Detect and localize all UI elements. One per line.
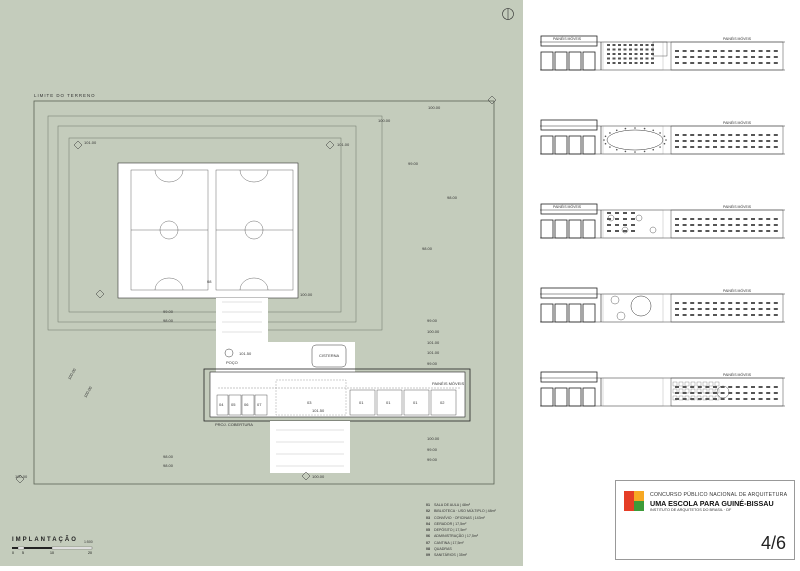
school-building	[209, 371, 466, 418]
level-label: 101.00	[427, 340, 440, 345]
room-label: 01	[386, 400, 391, 405]
level-label: 100.00	[67, 367, 78, 381]
layout-variant: PAINÉIS MÓVEIS	[540, 371, 785, 407]
court-center-circle	[244, 220, 264, 240]
court-label: 08	[207, 279, 212, 284]
level-label: 98.00	[163, 463, 174, 468]
north-arrow	[502, 7, 514, 26]
level-label: 99.00	[427, 447, 438, 452]
site-plan-panel: 08 POÇO CISTERNA 04 05 06 07	[0, 0, 523, 566]
scale-tick: 20	[88, 551, 92, 555]
page-number: 4/6	[760, 533, 786, 553]
level-label: 101.50	[239, 351, 252, 356]
well-icon	[224, 348, 234, 358]
variant-right-label: PAINÉIS MÓVEIS	[723, 204, 752, 209]
room-label: 06	[244, 402, 249, 407]
room-label: 04	[219, 402, 224, 407]
scale-tick: 5	[22, 551, 24, 555]
north-arrow-icon	[502, 8, 514, 20]
level-label: 100.00	[300, 292, 313, 297]
scale-ratio: 1:500	[84, 540, 93, 544]
level-label: 98.00	[447, 195, 458, 200]
competition-name: CONCURSO PÚBLICO NACIONAL DE ARQUITETURA	[650, 492, 788, 498]
court-goal-arc	[239, 277, 269, 291]
cistern-outline	[311, 344, 347, 368]
contour-line	[47, 115, 383, 331]
well-label: POÇO	[226, 360, 238, 365]
site-plan-drawing: 08 POÇO CISTERNA 04 05 06 07	[15, 93, 497, 485]
panels-label: PAINÉIS MÓVEIS	[432, 381, 464, 386]
scale-tick: 10	[50, 551, 54, 555]
room-label: 02	[440, 400, 445, 405]
cistern-label: CISTERNA	[319, 353, 340, 358]
level-label: 99.00	[427, 361, 438, 366]
room-label: 03	[307, 400, 312, 405]
scale-tick: 0	[12, 551, 14, 555]
level-label: 99.00	[163, 309, 174, 314]
coverage-label: PROJ. COBERTURA	[215, 422, 253, 427]
level-label: 99.00	[408, 161, 419, 166]
level-label: 100.00	[428, 105, 441, 110]
boundary-label: LIMITE DO TERRENO	[34, 93, 96, 98]
level-label: 100.00	[378, 118, 391, 123]
level-label: 101.50	[312, 408, 325, 413]
drawing-title: IMPLANTAÇÃO	[12, 537, 78, 543]
level-label: 100.00	[427, 329, 440, 334]
level-label: 101.00	[84, 140, 97, 145]
variant-right-label: PAINÉIS MÓVEIS	[723, 372, 752, 377]
level-label: 99.00	[427, 457, 438, 462]
level-label: 100.00	[427, 436, 440, 441]
project-title: UMA ESCOLA PARA GUINÉ-BISSAU	[650, 499, 774, 508]
level-label: 101.00	[427, 350, 440, 355]
variant-right-label: PAINÉIS MÓVEIS	[723, 36, 752, 41]
room-label: 01	[359, 400, 364, 405]
level-label: 98.00	[422, 246, 433, 251]
layout-variant: PAINÉIS MÓVEIS	[540, 119, 785, 155]
competition-logo	[624, 491, 644, 511]
variant-right-label: PAINÉIS MÓVEIS	[723, 288, 752, 293]
path-south	[270, 421, 350, 473]
court-goal-arc	[154, 277, 184, 291]
path-north	[216, 298, 268, 342]
room-label: 01	[413, 400, 418, 405]
level-label: 100.00	[312, 474, 325, 479]
contour-line	[68, 137, 342, 313]
institute-name: INSTITUTO DE ARQUITETOS DO BRASIL · DF	[650, 508, 732, 512]
layout-variant: PAINÉIS MÓVEIS	[540, 287, 785, 323]
court-goal-arc	[154, 169, 184, 183]
level-label: 99.00	[427, 318, 438, 323]
contour-line	[57, 125, 357, 323]
site-boundary	[33, 100, 495, 485]
level-label: 101.00	[337, 142, 350, 147]
survey-markers	[15, 95, 497, 484]
court-center-circle	[159, 220, 179, 240]
layout-variant: PAINÉIS MÓVEIS PAINÉIS MÓVEIS	[540, 203, 785, 239]
layout-variant: PAINÉIS MÓVEIS PAINÉIS MÓVEIS	[540, 35, 785, 71]
level-label: 100.00	[83, 385, 94, 399]
room-label: 05	[231, 402, 236, 407]
level-label: 98.00	[163, 454, 174, 459]
court-goal-arc	[239, 169, 269, 183]
level-label: 98.00	[163, 318, 174, 323]
scale-bar: 0 5 10 20	[12, 546, 93, 555]
variant-right-label: PAINÉIS MÓVEIS	[723, 120, 752, 125]
building-rooms	[216, 379, 457, 416]
room-label: 07	[257, 402, 262, 407]
variant-left-label: PAINÉIS MÓVEIS	[553, 204, 582, 209]
variant-left-label: PAINÉIS MÓVEIS	[553, 36, 582, 41]
title-block: CONCURSO PÚBLICO NACIONAL DE ARQUITETURA…	[615, 480, 795, 560]
